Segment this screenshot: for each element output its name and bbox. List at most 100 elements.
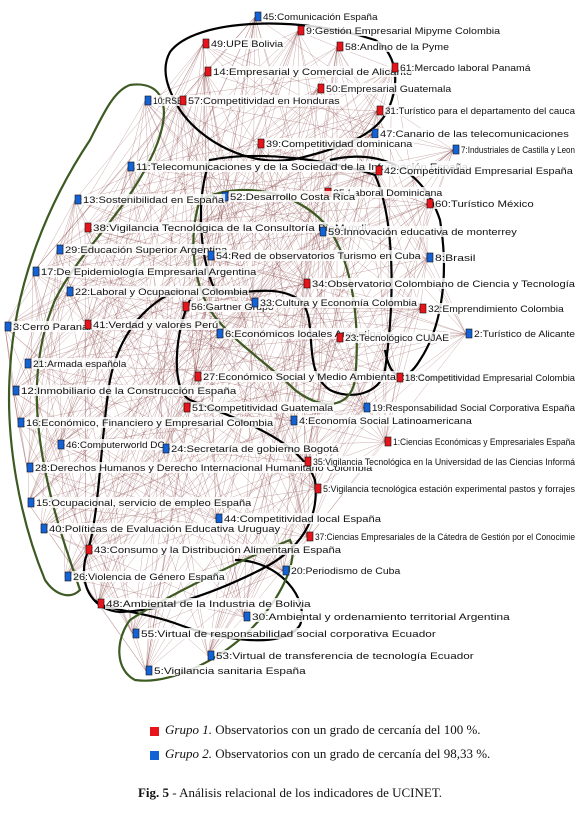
node-28: 28:Derechos Humanos y Derecho Internacio… xyxy=(26,462,374,474)
node-label: 52:Desarrollo Costa Rica xyxy=(230,192,356,203)
node-marker xyxy=(32,266,40,277)
legend-item-group-2: Grupo 2. Observatorios con un grado de c… xyxy=(150,746,570,762)
edge xyxy=(24,67,393,365)
edge xyxy=(127,100,146,168)
node-marker xyxy=(26,462,34,473)
node-label: 11:Telecomunicaciones y de la Sociedad d… xyxy=(136,162,469,173)
node-45: 45:Comunicación España xyxy=(254,11,379,23)
node-27: 27:Económico Social y Medio Ambiental de… xyxy=(194,371,462,383)
edge xyxy=(12,390,28,469)
node-38: 38:Vigilancia Tecnológica de la Consulto… xyxy=(84,222,368,234)
node-marker xyxy=(317,83,325,94)
node-label: 43:Consumo y la Distribución Alimentaria… xyxy=(94,545,342,556)
node-label-bg xyxy=(223,513,382,524)
node-42: 42:Competitividad Empresarial España xyxy=(375,165,574,177)
node-marker xyxy=(204,66,212,77)
node-label: 48:Ambiental de la Industria de Bolivia xyxy=(106,599,312,610)
node-marker xyxy=(336,332,344,343)
node-label-bg xyxy=(92,319,220,330)
node-marker xyxy=(84,222,92,233)
edge xyxy=(216,231,321,335)
node-marker xyxy=(375,165,383,176)
node-13: 13:Sostenibilidad en España xyxy=(74,194,226,206)
node-label-bg xyxy=(40,266,258,277)
node-label: 27:Económico Social y Medio Ambiental de… xyxy=(203,372,461,383)
node-label: 29:Educación Superior Argentina xyxy=(65,245,228,256)
node-label-bg xyxy=(404,372,580,383)
node-5: 5:Vigilancia sanitaria España xyxy=(145,665,307,677)
node-label: 47:Canario de las telecomunicaciones xyxy=(380,129,569,140)
network-nodes: 45:Comunicación España 9:Gestión Empresar… xyxy=(4,11,580,677)
node-label: 44:Competitividad local España xyxy=(224,514,382,525)
edge xyxy=(221,149,454,198)
node-label: 4:Economía Social Latinoamericana xyxy=(299,416,473,427)
node-label-bg xyxy=(93,544,343,555)
node-4: 4:Economía Social Latinoamericana xyxy=(290,415,473,427)
node-marker xyxy=(64,571,72,582)
legend-item-group-1: Grupo 1. Observatorios con un grado de c… xyxy=(150,722,570,738)
legend-text: Observatorios con un grado de cercanía d… xyxy=(215,746,491,761)
figure-caption: Fig. 5 - Análisis relacional de los indi… xyxy=(0,785,580,801)
node-marker xyxy=(306,531,314,542)
node-marker xyxy=(314,483,322,494)
node-label-bg xyxy=(344,41,450,52)
node-marker xyxy=(282,565,290,576)
edge xyxy=(32,100,181,273)
node-56: 56:Gartner Grupo xyxy=(182,301,275,313)
edge xyxy=(204,71,223,198)
node-43: 43:Consumo y la Distribución Alimentaria… xyxy=(85,544,343,556)
node-label-bg xyxy=(344,332,450,343)
node-label-bg xyxy=(170,443,340,454)
node-label: 61:Mercado laboral Panamá xyxy=(400,63,531,74)
node-label-bg xyxy=(312,456,580,467)
edge xyxy=(66,88,319,293)
edge xyxy=(97,376,196,605)
node-label: 45:Comunicación España xyxy=(263,12,378,23)
edge xyxy=(40,420,292,530)
edge xyxy=(17,422,28,469)
edge xyxy=(324,110,378,194)
node-label-bg xyxy=(72,571,226,582)
node-marker xyxy=(243,611,251,622)
node-26: 26:Violencia de Género España xyxy=(64,571,226,583)
node-label-bg xyxy=(290,565,402,576)
node-marker xyxy=(56,244,64,255)
edge xyxy=(202,43,377,172)
node-label-bg xyxy=(82,194,226,205)
legend-title: Grupo 2. xyxy=(165,746,212,761)
node-label: 3:Cerro Paranal xyxy=(13,322,91,333)
node-5x: 5:Vigilancia tecnológica estación experi… xyxy=(314,483,580,495)
node-marker xyxy=(84,319,92,330)
node-label-bg xyxy=(325,83,453,94)
edge xyxy=(132,88,319,635)
node-label-bg xyxy=(191,402,335,413)
edge xyxy=(162,46,338,450)
edge xyxy=(179,16,256,102)
node-39: 39:Competitividad dominicana xyxy=(257,138,414,150)
node-55: 55:Virtual de responsabilidad social cor… xyxy=(132,628,437,640)
node-label: 9:Gestión Empresarial Mipyme Colombia xyxy=(306,26,501,37)
node-marker xyxy=(183,402,191,413)
node-marker xyxy=(452,144,460,155)
node-label: 33:Cultura y Economía Colombia xyxy=(260,298,418,309)
node-label-bg xyxy=(392,436,580,447)
edge xyxy=(179,100,223,198)
node-16: 16:Económico, Financiero y Empresarial C… xyxy=(17,417,275,429)
node-label: 50:Empresarial Guatemala xyxy=(326,84,452,95)
edge xyxy=(56,100,146,251)
edge xyxy=(74,43,204,201)
node-label: 30:Ambiental y ordenamiento territorial … xyxy=(252,612,511,623)
node-37: 37:Ciencias Empresariales de la Cátedra … xyxy=(306,531,580,543)
edge xyxy=(64,377,398,578)
node-marker xyxy=(371,128,379,139)
node-40: 40:Políticas de Evaluación Educativa Uru… xyxy=(40,523,282,535)
node-label-bg xyxy=(64,244,229,255)
node-label: 31:Turístico para el departamento del ca… xyxy=(385,106,576,117)
edge xyxy=(17,291,68,424)
edge xyxy=(290,420,306,463)
node-label-bg xyxy=(379,128,570,139)
node-marker xyxy=(251,297,259,308)
node-marker xyxy=(290,415,298,426)
node-marker xyxy=(215,513,223,524)
edge xyxy=(194,302,253,378)
